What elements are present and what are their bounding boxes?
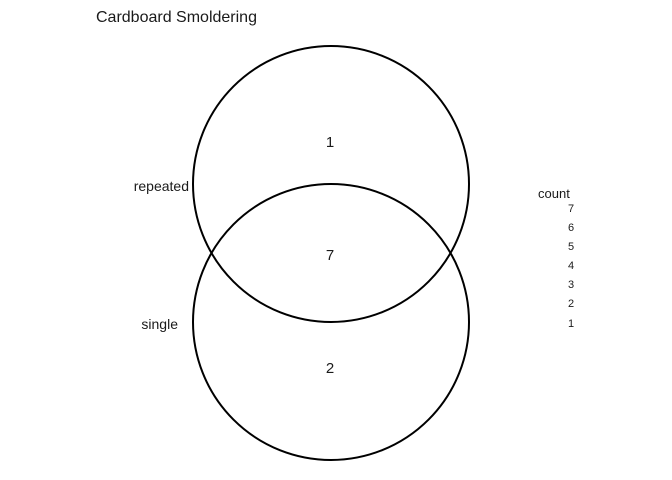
set-label-single: single [141,316,178,332]
legend-title: count [538,186,570,201]
legend-tick: 5 [568,241,574,253]
set-circle-repeated [192,45,470,323]
legend: count 7 6 5 4 3 2 1 [538,186,574,330]
set-label-repeated: repeated [134,178,189,194]
region-count-repeated-only: 1 [326,134,334,151]
legend-tick: 1 [568,318,574,330]
set-circle-single [192,183,470,461]
region-count-single-only: 2 [326,360,334,377]
legend-tick: 7 [568,203,574,215]
region-count-intersection: 7 [326,247,334,264]
chart-title: Cardboard Smoldering [96,9,257,26]
legend-tick: 6 [568,222,574,234]
legend-tick: 3 [568,279,574,291]
legend-tick: 2 [568,298,574,310]
legend-tick: 4 [568,260,574,272]
